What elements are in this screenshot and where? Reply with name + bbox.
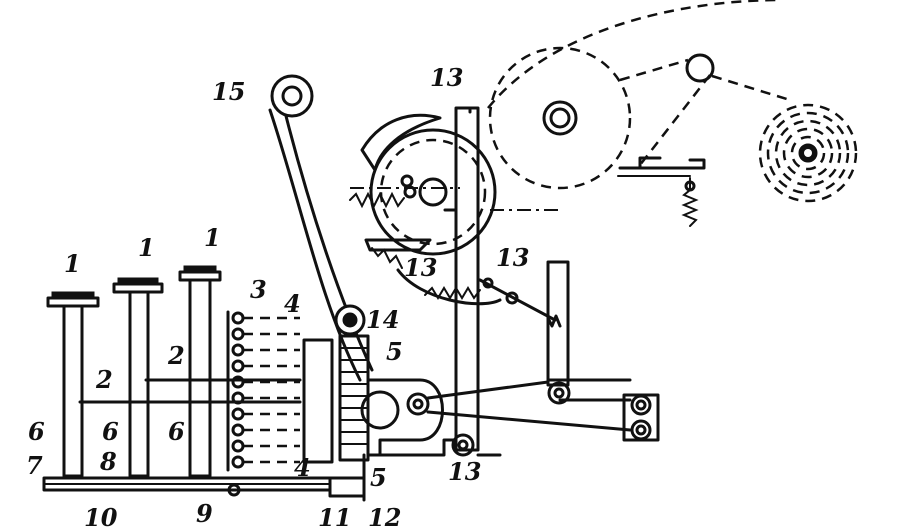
label-6-mid: 6 (102, 417, 119, 446)
latch-arm (364, 238, 432, 252)
tension-spring (681, 177, 699, 227)
paper-feed-assembly (487, 0, 858, 227)
paper-path-to-spool (711, 74, 791, 102)
contact-fingers (226, 310, 334, 472)
crank-block (622, 393, 660, 442)
paper-path-guide (619, 58, 689, 82)
label-2-lower: 2 (95, 365, 113, 394)
lever-pivot-15 (270, 74, 314, 118)
armature-plate (366, 378, 444, 457)
label-12: 12 (368, 503, 401, 532)
coil-core (338, 334, 370, 462)
lever-right-edge (284, 114, 374, 372)
key-1 (46, 291, 100, 478)
label-13-left: 13 (404, 253, 437, 282)
contact-block (302, 338, 334, 464)
reference-numerals: 15 13 13 13 13 14 1 1 1 3 4 4 5 5 2 2 6 … (26, 63, 529, 532)
slide-bar-13 (443, 106, 660, 457)
guide-roller (685, 53, 715, 83)
paper-spool (758, 103, 858, 203)
disc-spring (349, 191, 405, 209)
coil-block (338, 334, 632, 462)
label-13-top: 13 (430, 63, 463, 92)
label-10: 10 (84, 503, 118, 532)
ratchet-disc (369, 128, 497, 256)
label-1-left: 1 (64, 249, 81, 278)
large-roll-axle (549, 107, 571, 129)
label-9: 9 (196, 499, 213, 528)
pawl-hook (360, 113, 442, 172)
label-1-mid: 1 (138, 233, 155, 262)
right-slide-bar (546, 260, 570, 387)
label-8: 8 (99, 447, 117, 476)
label-13-mid: 13 (496, 243, 529, 272)
latch-11 (328, 476, 366, 498)
bottom-link (366, 438, 446, 457)
label-14: 14 (366, 305, 399, 334)
label-6-left: 6 (28, 417, 45, 446)
large-roll-outline (488, 46, 632, 190)
label-5-top: 5 (386, 337, 403, 366)
label-7: 7 (26, 451, 43, 480)
label-15: 15 (212, 77, 245, 106)
large-roll-hub (542, 100, 578, 136)
label-4-top: 4 (284, 289, 301, 318)
key-plungers (46, 265, 302, 478)
paper-path-top (487, 0, 781, 109)
ratchet-disc-inner (379, 138, 487, 246)
label-4-bottom: 4 (294, 453, 311, 482)
rocker-spring (424, 286, 481, 300)
paper-path-down (639, 74, 711, 166)
lever-arm (268, 74, 374, 382)
armature-links (426, 380, 632, 432)
latch-spring (371, 247, 403, 269)
guide-rail (618, 156, 706, 170)
label-6-right: 6 (168, 417, 185, 446)
inner-slide-bar (443, 208, 458, 442)
key-3 (178, 265, 222, 478)
key-2 (112, 277, 164, 478)
label-13-bottom: 13 (448, 457, 481, 486)
label-2-upper: 2 (167, 341, 185, 370)
label-5-bottom: 5 (370, 463, 387, 492)
label-3: 3 (250, 275, 267, 304)
finger-row (231, 311, 300, 469)
base-plate (42, 438, 446, 502)
rocker-arc (396, 268, 502, 306)
label-11: 11 (318, 503, 351, 532)
crank-link (546, 378, 632, 402)
disc-hub (418, 177, 448, 207)
disc-mechanism (349, 113, 560, 322)
label-1-right: 1 (204, 223, 221, 252)
